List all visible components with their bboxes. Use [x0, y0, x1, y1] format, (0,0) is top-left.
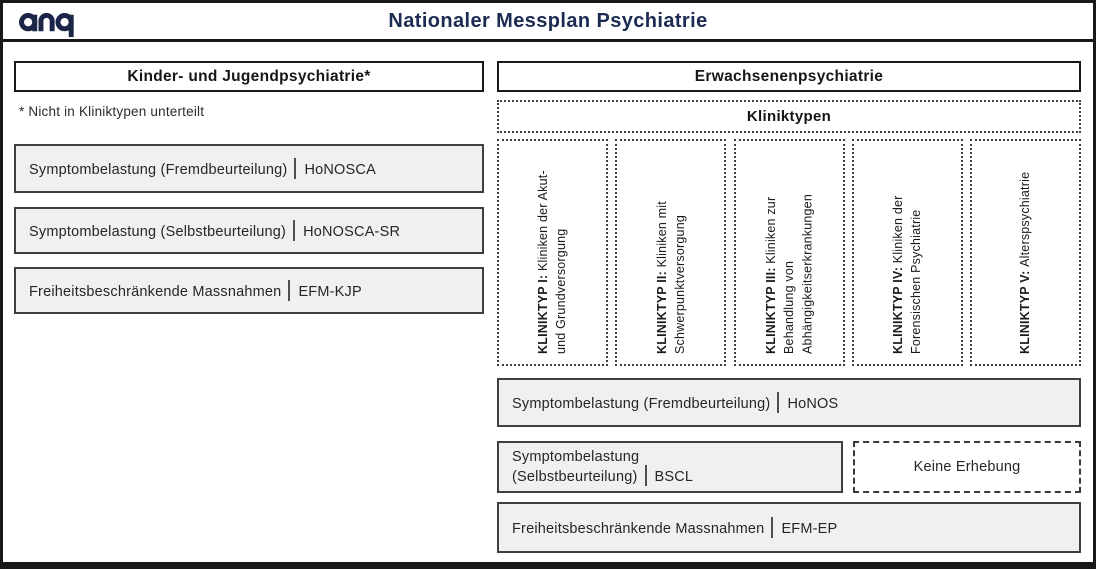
anq-logo-icon: [19, 12, 74, 38]
kliniktyp-1-label: KLINIKTYP I: Kliniken der Akut- und Grun…: [536, 170, 569, 354]
measure-label: Symptombelastung (Selbstbeurteilung): [512, 448, 640, 485]
label-code-divider: [293, 220, 296, 241]
label-code-divider: [644, 464, 647, 486]
measure-erw-bscl: Symptombelastung (Selbstbeurteilung) BSCL: [497, 441, 843, 493]
kliniktyp-4-label: KLINIKTYP IV: Kliniken der Forensischen …: [891, 195, 924, 354]
kliniktyp-5-label: KLINIKTYP V: Alterspsychiatrie: [1018, 171, 1033, 354]
kliniktyp-3: KLINIKTYP III: Kliniken zur Behandlung v…: [733, 139, 845, 366]
label-code-divider: [771, 517, 774, 538]
erw-section-title: Erwachsenenpsychiatrie: [497, 61, 1081, 92]
header: anq Nationaler Messplan Psychiatrie: [3, 3, 1093, 42]
measure-label: Symptombelastung (Selbstbeurteilung): [29, 224, 287, 240]
measure-label: Freiheitsbeschränkende Massnahmen: [29, 284, 282, 300]
kliniktyp-5: KLINIKTYP V: Alterspsychiatrie: [970, 139, 1081, 366]
measure-code: HoNOS: [787, 396, 839, 412]
measure-label: Symptombelastung (Fremdbeurteilung): [29, 162, 288, 178]
page-title: Nationaler Messplan Psychiatrie: [388, 10, 708, 32]
kjp-footnote: * Nicht in Kliniktypen unterteilt: [19, 104, 205, 119]
kliniktyp-3-label: KLINIKTYP III: Kliniken zur Behandlung v…: [763, 194, 815, 354]
kliniktyp-4: KLINIKTYP IV: Kliniken der Forensischen …: [851, 139, 963, 366]
kliniktyp-1: KLINIKTYP I: Kliniken der Akut- und Grun…: [497, 139, 608, 366]
measure-kjp-honosca: Symptombelastung (Fremdbeurteilung) HoNOS…: [14, 144, 484, 193]
measure-code: EFM-EP: [781, 521, 838, 537]
label-code-divider: [777, 392, 780, 413]
kjp-section-title: Kinder- und Jugendpsychiatrie*: [14, 61, 484, 92]
measure-erw-honos: Symptombelastung (Fremdbeurteilung) HoNOS: [497, 378, 1081, 427]
kliniktypen-header: Kliniktypen: [497, 100, 1081, 133]
label-code-divider: [288, 280, 291, 301]
anq-logo: anq: [19, 8, 77, 38]
measure-label: Symptombelastung (Fremdbeurteilung): [512, 396, 771, 412]
kliniktyp-2: KLINIKTYP II: Kliniken mit Schwerpunktve…: [615, 139, 727, 366]
no-survey-box: Keine Erhebung: [853, 441, 1081, 493]
anq-logo-text: anq: [19, 38, 20, 39]
measure-code: EFM-KJP: [298, 284, 362, 300]
measure-kjp-efm: Freiheitsbeschränkende Massnahmen EFM-KJP: [14, 267, 484, 314]
measure-code: HoNOSCA: [304, 162, 376, 178]
measure-label: Freiheitsbeschränkende Massnahmen: [512, 521, 765, 537]
label-code-divider: [294, 158, 297, 179]
kliniktyp-2-label: KLINIKTYP II: Kliniken mit Schwerpunktve…: [654, 201, 687, 354]
measure-code: BSCL: [654, 468, 694, 485]
measure-code: HoNOSCA-SR: [303, 224, 401, 240]
measure-erw-efm: Freiheitsbeschränkende Massnahmen EFM-EP: [497, 502, 1081, 553]
kliniktypen-row: KLINIKTYP I: Kliniken der Akut- und Grun…: [497, 139, 1081, 366]
measure-kjp-honosca-sr: Symptombelastung (Selbstbeurteilung) HoNO…: [14, 207, 484, 254]
